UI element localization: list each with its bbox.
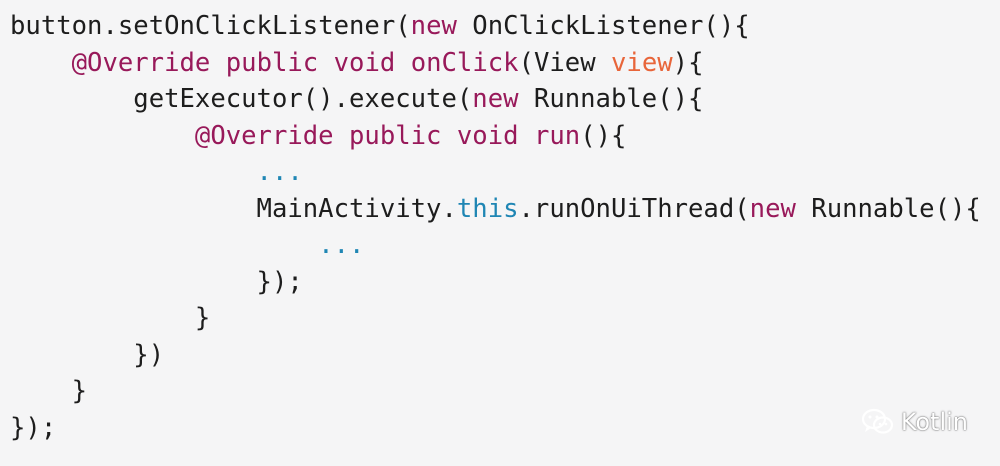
watermark-label: Kotlin [900,408,968,436]
code-token-plain: setOnClickListener [117,11,396,41]
code-token-keyword: public [225,47,319,78]
code-token-plain: } [71,376,88,406]
code-token-annotation: @Override [194,120,334,151]
code-token-plain: MainActivity. [256,193,457,224]
code-indent [10,267,257,297]
code-token-keyword: void [333,47,396,78]
code-line: @Override public void run(){ [10,118,981,155]
code-indent [10,303,195,333]
code-token-ellipsis: ... [318,230,365,260]
code-token-plain: }); [256,266,303,297]
code-line: getExecutor().execute(new Runnable(){ [10,81,981,118]
code-token-keyword: void [456,120,519,151]
code-token-annotation: @Override [71,47,211,78]
code-line: }); [10,410,981,447]
code-token-plain: }); [10,412,57,443]
code-token-plain: .runOnUiThread( [518,193,750,224]
code-token-plain: (){ [580,120,627,151]
code-token-plain: getExecutor().execute( [133,84,473,114]
code-token-param: view [611,47,673,78]
code-indent [10,121,195,151]
code-line: } [10,300,981,337]
code-token-plain: . [102,11,118,41]
code-token-plain: ){ [672,47,704,78]
code-token-plain [334,121,349,151]
code-token-method: run [533,120,581,151]
code-indent [10,376,72,406]
code-token-keyword: new [749,193,796,224]
watermark: Kotlin [861,408,968,436]
code-token-keyword: public [349,120,442,151]
code-indent [10,48,72,78]
code-token-plain: Runnable(){ [795,193,981,224]
code-token-method: onClick [410,47,519,78]
code-line: @Override public void onClick(View view)… [10,45,981,82]
code-token-plain: } [194,303,211,333]
code-indent [10,157,257,187]
code-token-plain [318,48,333,78]
code-line: MainActivity.this.runOnUiThread(new Runn… [10,191,981,228]
code-token-keyword: new [472,84,519,114]
code-token-plain [519,121,534,151]
code-indent [10,84,133,114]
code-token-plain: (View [518,47,612,78]
code-token-plain: }) [133,339,165,370]
code-block: button.setOnClickListener(new OnClickLis… [10,8,981,446]
code-indent [10,340,133,370]
code-indent [10,230,318,260]
code-line: }); [10,264,981,301]
code-token-ellipsis: ... [256,157,303,187]
wechat-icon [861,408,895,436]
code-token-plain: OnClickListener(){ [456,11,750,41]
code-token-this: this [456,193,519,224]
code-line: ... [10,227,981,264]
code-token-plain [210,48,225,78]
code-line: button.setOnClickListener(new OnClickLis… [10,8,981,45]
code-token-keyword: new [410,11,457,41]
code-indent [10,194,257,224]
code-token-plain [441,121,456,151]
code-line: ... [10,154,981,191]
code-token-plain: ( [395,11,411,41]
code-token-plain [395,48,410,78]
code-line: }) [10,337,981,374]
code-token-plain: button [10,11,103,41]
code-line: } [10,373,981,410]
code-token-plain: Runnable(){ [518,84,704,114]
